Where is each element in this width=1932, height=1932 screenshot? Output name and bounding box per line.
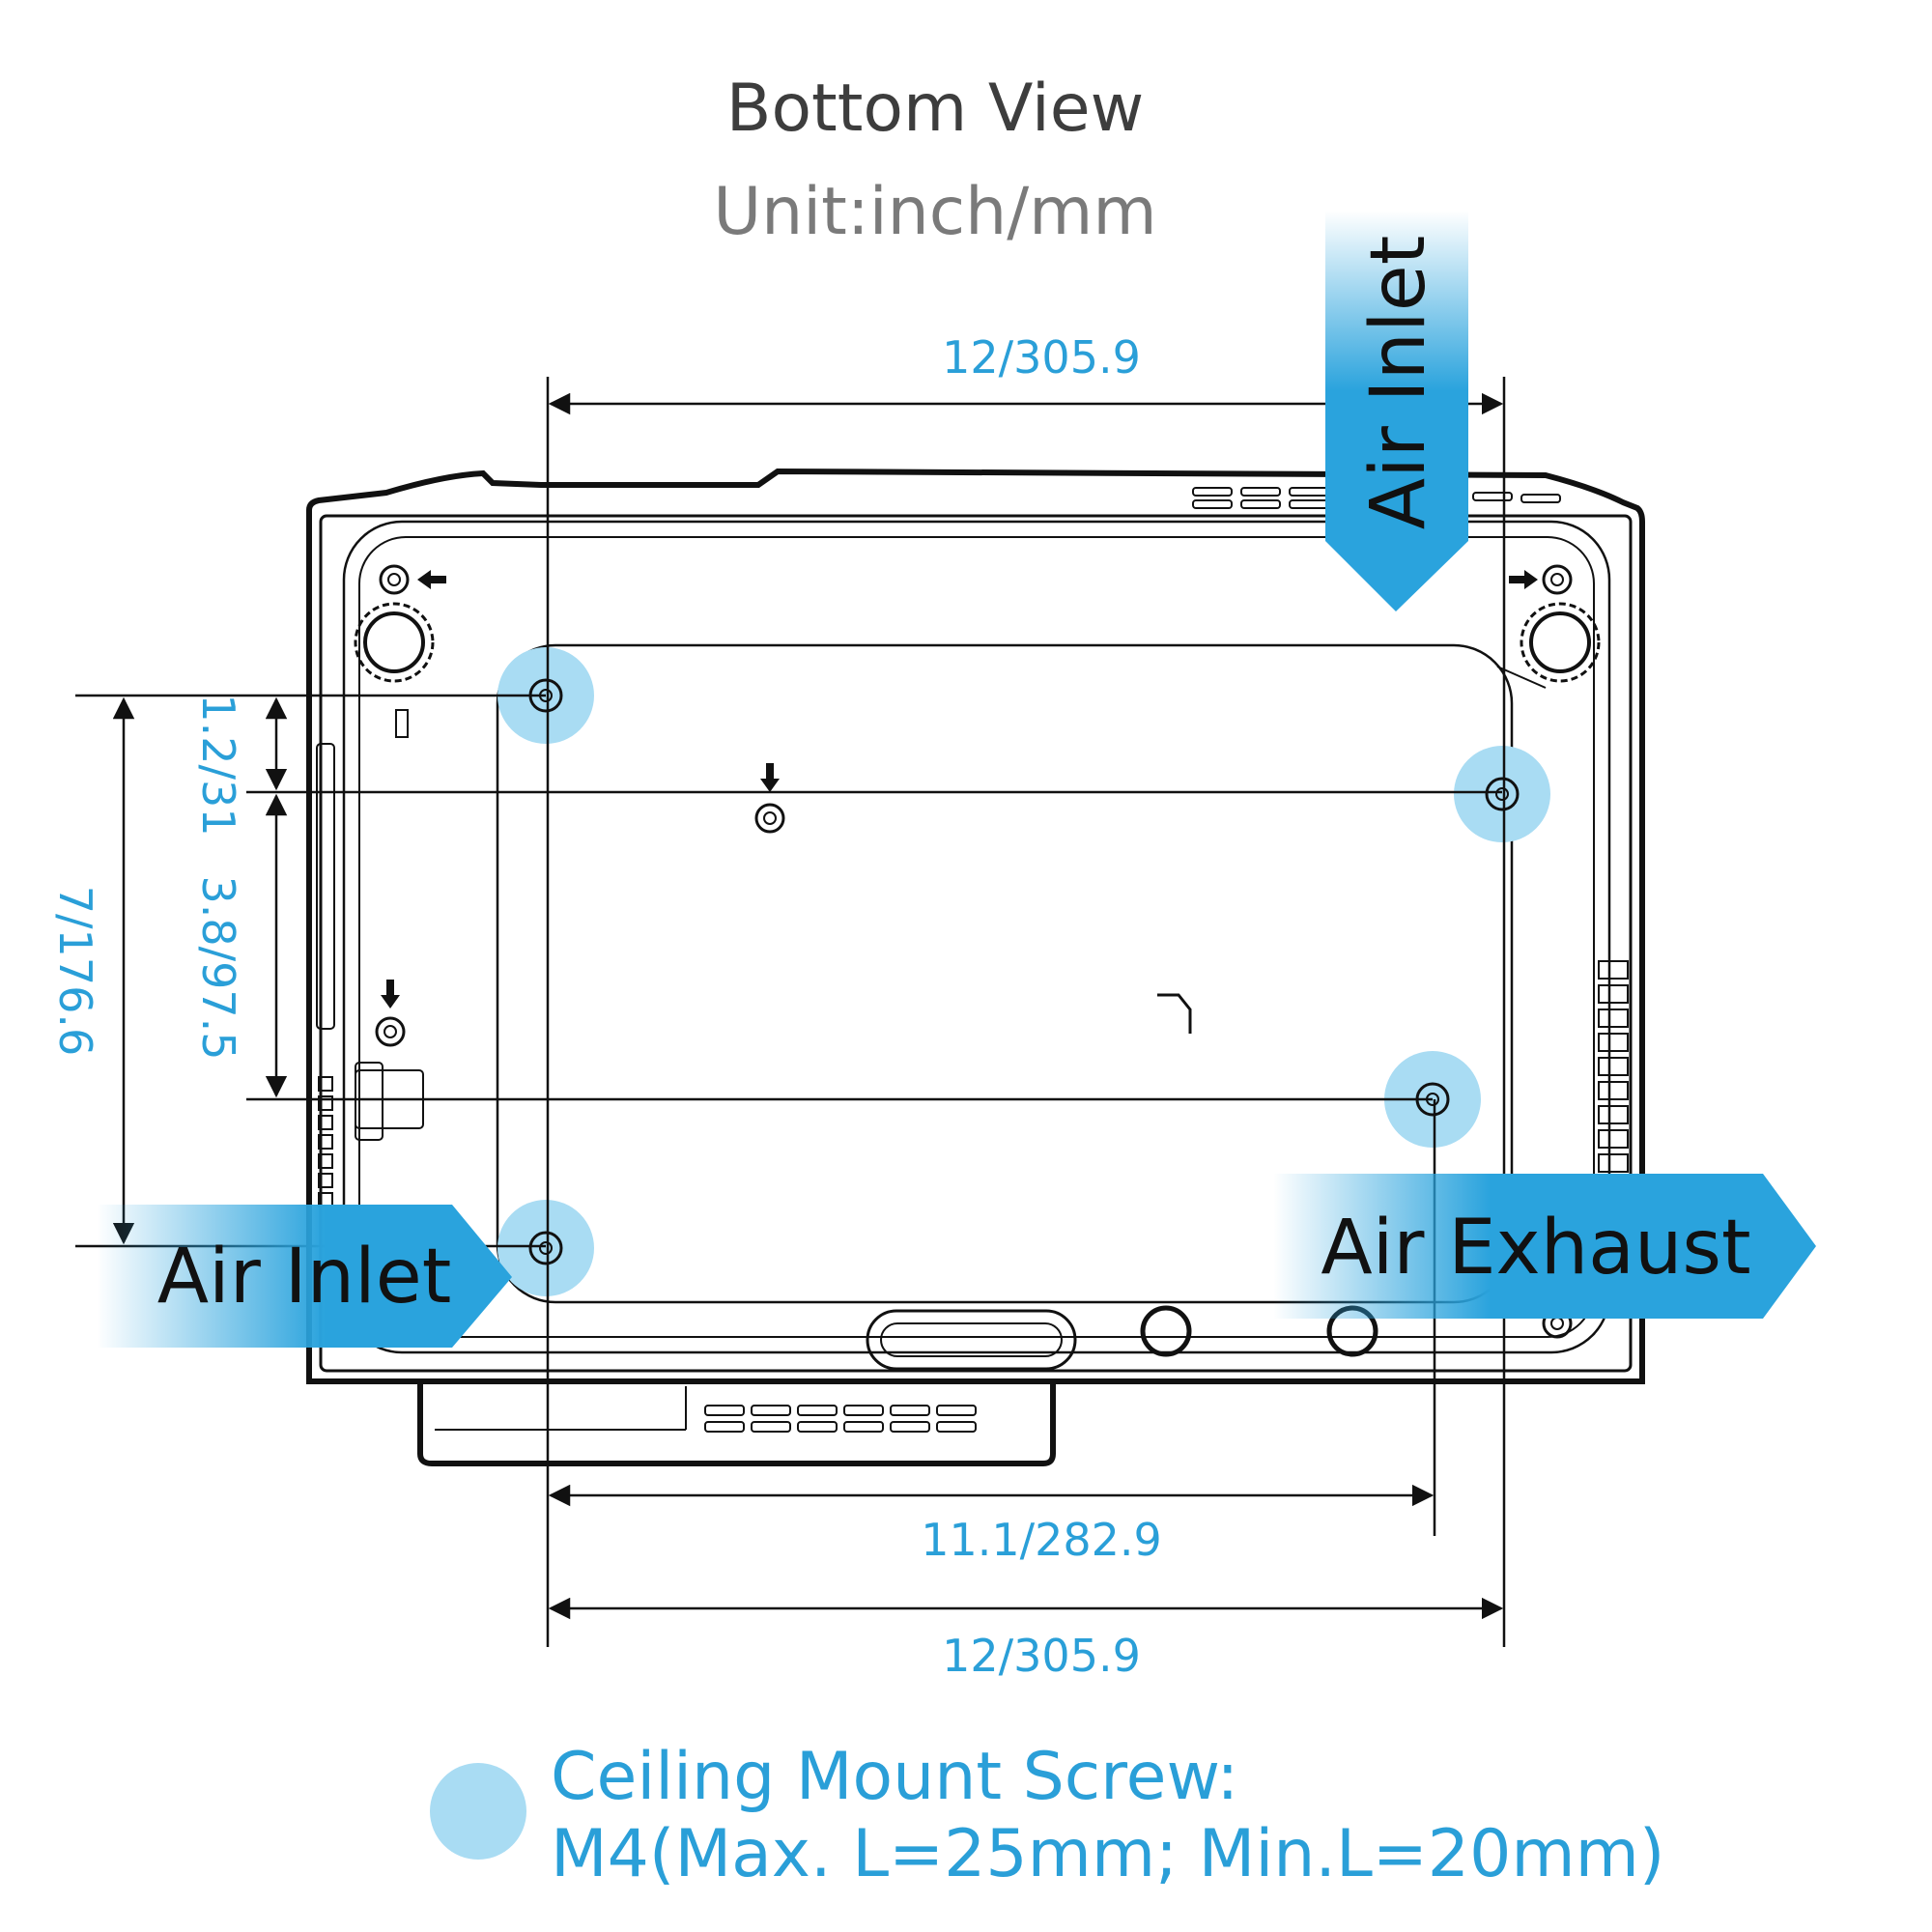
page-title: Bottom View — [726, 71, 1144, 147]
bottom-vent-grille — [704, 1405, 977, 1433]
left-vent-grille — [318, 1076, 333, 1208]
dimension-lines — [75, 377, 1506, 1647]
air-inlet-left-tag: Air Inlet — [97, 1205, 512, 1348]
adjustable-foot-right — [1520, 602, 1601, 683]
legend: Ceiling Mount Screw: M4(Max. L=25mm; Min… — [430, 1739, 1664, 1892]
arrow-right-icon — [1509, 570, 1538, 589]
screw-icon — [1542, 564, 1573, 595]
dimension-hole-spacing: 3.8/97.5 — [192, 875, 244, 1060]
dimension-hole-offset: 1.2/31 — [192, 694, 244, 836]
air-inlet-top-label: Air Inlet — [1355, 236, 1442, 530]
mount-point-dot — [497, 1200, 594, 1296]
legend-line-1: Ceiling Mount Screw: — [551, 1739, 1238, 1815]
dimension-depth-total: 7/176.6 — [49, 886, 101, 1056]
mount-point-legend-dot — [430, 1763, 526, 1860]
air-inlet-left-label: Air Inlet — [157, 1234, 452, 1321]
mount-point-dot — [1454, 746, 1550, 842]
air-inlet-top-tag: Air Inlet — [1325, 211, 1468, 611]
adjustable-foot-left — [354, 602, 435, 683]
screw-icon — [375, 1016, 406, 1047]
dimension-bottom-width: 12/305.9 — [942, 1630, 1141, 1682]
screw-icon — [379, 564, 410, 595]
arrow-down-icon — [381, 980, 400, 1009]
arrow-left-icon — [417, 570, 446, 589]
side-vent-grille — [1598, 960, 1629, 1173]
screw-icon — [754, 803, 785, 834]
legend-line-2: M4(Max. L=25mm; Min.L=20mm) — [551, 1816, 1664, 1892]
arrow-down-icon — [760, 763, 780, 792]
projector-body — [306, 468, 1645, 1466]
air-exhaust-label: Air Exhaust — [1321, 1205, 1750, 1292]
dimension-top-width: 12/305.9 — [942, 331, 1141, 384]
air-exhaust-tag: Air Exhaust — [1273, 1174, 1816, 1319]
dimension-bottom-inner-width: 11.1/282.9 — [921, 1514, 1162, 1566]
unit-label: Unit:inch/mm — [713, 174, 1156, 250]
screw-icon — [1140, 1305, 1192, 1357]
